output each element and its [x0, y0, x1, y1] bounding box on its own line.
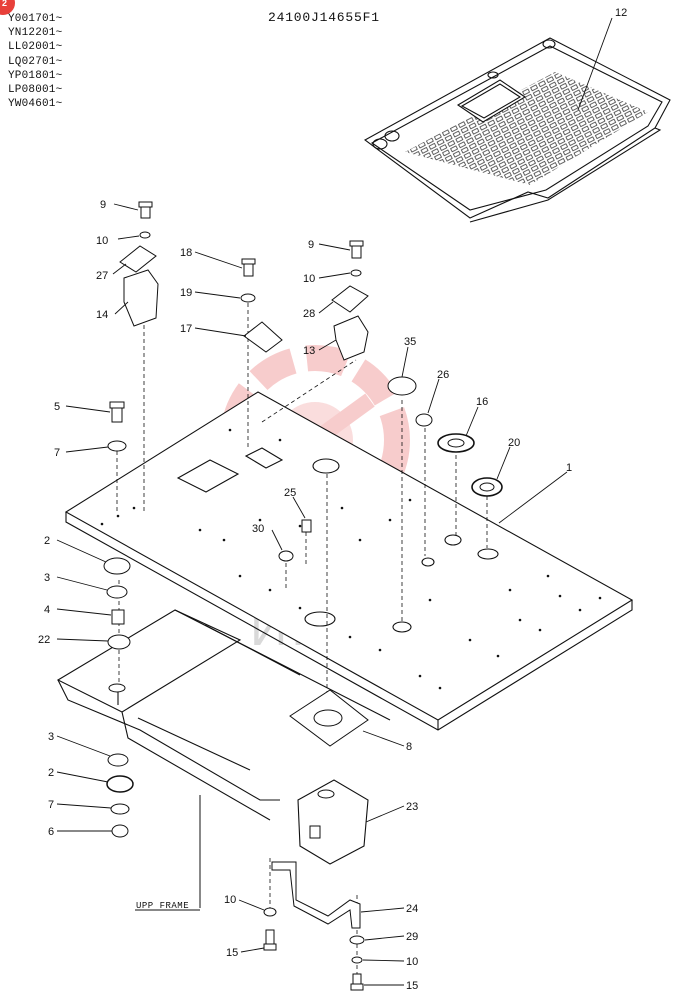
callout-3-bottom: 3 — [48, 731, 54, 743]
callout-29: 29 — [406, 931, 418, 943]
callout-27: 27 — [96, 270, 108, 282]
callout-9-right: 9 — [308, 239, 314, 251]
washer-10-bottom-left — [263, 907, 277, 917]
washer-10-left — [139, 231, 151, 239]
callout-22: 22 — [38, 634, 50, 646]
washer-19 — [240, 293, 256, 303]
callout-5: 5 — [54, 401, 60, 413]
bolt-9-left — [138, 201, 153, 219]
washer-29 — [349, 935, 365, 945]
serial-range-list: Y001701~ YN12201~ LL02001~ LQ02701~ YP01… — [8, 12, 128, 111]
serial-range: LL02001~ — [8, 41, 63, 54]
washer-7-bottom — [110, 803, 130, 815]
callout-30: 30 — [252, 523, 264, 535]
callout-3-top: 3 — [44, 572, 50, 584]
callout-13: 13 — [303, 345, 315, 357]
callout-14: 14 — [96, 309, 108, 321]
pedal-bracket-14 — [123, 269, 159, 327]
callout-10-left: 10 — [96, 235, 108, 247]
seal-plate-8-hole — [313, 709, 343, 727]
serial-range: Y001701~ — [8, 13, 63, 25]
bolt-15-right — [350, 973, 364, 991]
callout-15-right: 15 — [406, 980, 418, 992]
callout-24: 24 — [406, 903, 418, 915]
callout-10-bottom-right: 10 — [406, 956, 418, 968]
grommet-26 — [415, 413, 433, 427]
serial-range: YN12201~ — [8, 27, 63, 40]
callout-17: 17 — [180, 323, 192, 335]
tank-bracket-24 — [271, 861, 361, 929]
plug-30 — [278, 550, 294, 562]
callout-23: 23 — [406, 801, 418, 813]
serial-range: YW04601~ — [8, 98, 63, 111]
callout-10-bottom-left: 10 — [224, 894, 236, 906]
callout-20: 20 — [508, 437, 520, 449]
upper-frame — [56, 609, 391, 821]
callout-8: 8 — [406, 741, 412, 753]
callout-25: 25 — [284, 487, 296, 499]
callout-15-left: 15 — [226, 947, 238, 959]
callout-2-top: 2 — [44, 535, 50, 547]
plug-25 — [301, 519, 312, 533]
collar-4 — [111, 609, 125, 625]
callout-12: 12 — [615, 7, 627, 19]
callout-26: 26 — [437, 369, 449, 381]
callout-16: 16 — [476, 396, 488, 408]
callout-7-bottom: 7 — [48, 799, 54, 811]
page-badge-label: 2 — [2, 0, 8, 8]
drawing-code: 24100J14655F1 — [268, 10, 380, 25]
callout-10-right: 10 — [303, 273, 315, 285]
cover-plate-17 — [243, 321, 283, 353]
callout-6: 6 — [48, 826, 54, 838]
frame-mount-hole — [108, 683, 126, 693]
grommet-20-hole — [479, 482, 495, 492]
callout-9-left: 9 — [100, 199, 106, 211]
bolt-15-left — [263, 929, 277, 951]
bolt-18 — [241, 258, 256, 277]
washer-tank-23 — [297, 779, 369, 865]
tank-cap — [317, 789, 335, 799]
callout-18: 18 — [180, 247, 192, 259]
callout-28: 28 — [303, 308, 315, 320]
bolt-9-right — [349, 240, 364, 259]
callout-35: 35 — [404, 336, 416, 348]
floor-plate — [64, 391, 634, 731]
tank-pump — [309, 825, 321, 839]
callout-7-top: 7 — [54, 447, 60, 459]
callout-leaders — [56, 17, 613, 986]
grommet-16-hole — [447, 438, 465, 448]
callout-19: 19 — [180, 287, 192, 299]
cushion-3-top — [106, 585, 128, 599]
washer-22 — [107, 634, 131, 650]
serial-range: LQ02701~ — [8, 55, 63, 68]
plug-35 — [387, 376, 417, 396]
floor-mat — [363, 37, 671, 223]
callout-2-bottom: 2 — [48, 767, 54, 779]
pedal-pad-28 — [331, 285, 369, 313]
cushion-2-bottom — [106, 775, 134, 793]
plate-bolt-holes — [100, 428, 602, 690]
page-badge: 2 — [0, 0, 15, 15]
cushion-2-top — [103, 557, 131, 575]
washer-10-right — [350, 269, 362, 277]
bolt-5 — [109, 401, 125, 423]
pedal-pad-27 — [119, 245, 157, 273]
washer-10-bottom-right — [351, 956, 363, 964]
serial-range: LP08001~ — [8, 84, 63, 97]
cushion-3-bottom — [107, 753, 129, 767]
callout-4: 4 — [44, 604, 50, 616]
callout-1: 1 — [566, 462, 572, 474]
serial-range: YP01801~ — [8, 69, 63, 82]
nut-6 — [111, 824, 129, 838]
washer-7-top — [107, 440, 127, 452]
frame-label: UPP FRAME — [136, 901, 189, 911]
